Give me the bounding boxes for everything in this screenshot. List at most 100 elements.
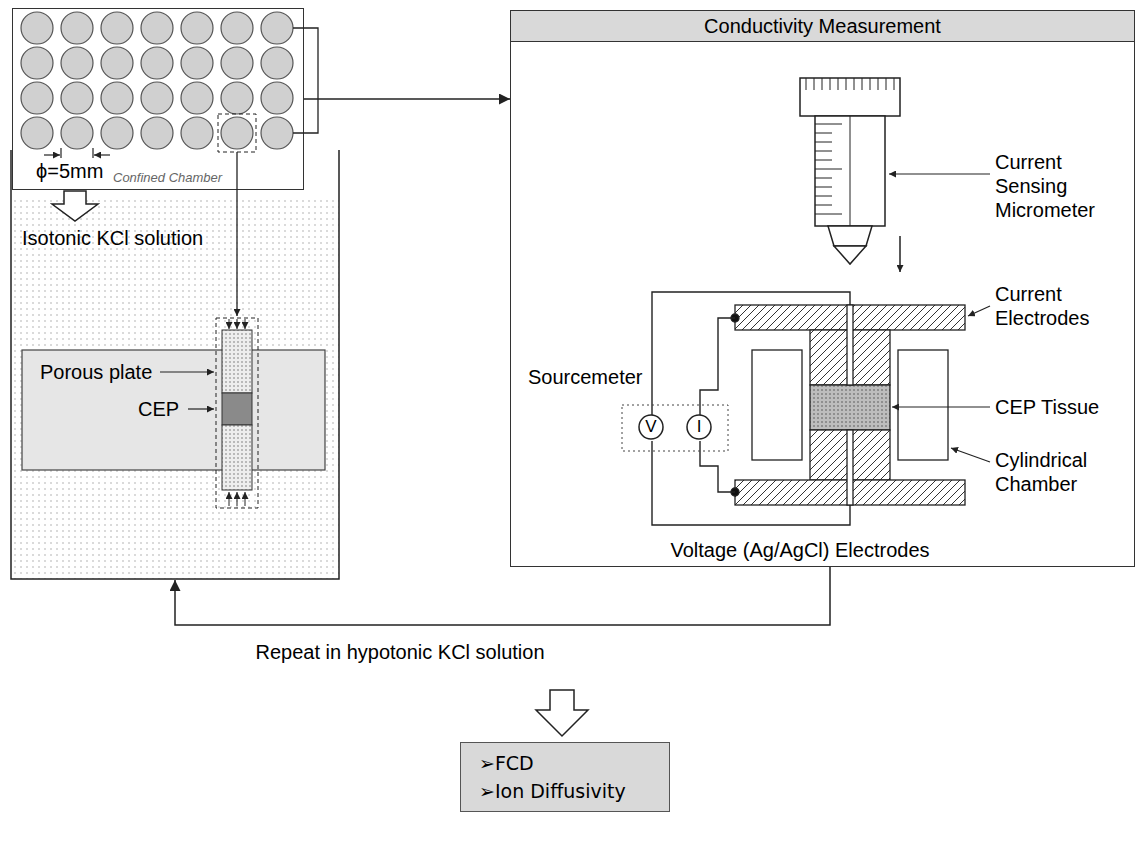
well (21, 12, 53, 44)
stroke (814, 78, 815, 90)
voltmeter-symbol: V (638, 414, 664, 440)
result-item: ➢Ion Diffusivity (479, 777, 651, 805)
edge-label: Repeat in hypotonic KCl solution (255, 640, 544, 664)
ammeter-symbol: I (686, 414, 712, 440)
stroke (815, 142, 832, 143)
meter-letter: V (638, 414, 664, 440)
dimension-label: ϕ=5mm (36, 159, 103, 183)
solution-fill (11, 200, 339, 579)
well (61, 82, 93, 114)
part-label: Cylindrical Chamber (995, 448, 1120, 496)
well (61, 117, 93, 149)
well (221, 117, 253, 149)
stroke (850, 116, 851, 226)
dimension-label: ϕ=5mm (36, 159, 103, 183)
part-label: Cylindrical Chamber (995, 448, 1120, 496)
part-label: Current Electrodes (995, 282, 1120, 330)
stroke (806, 78, 807, 90)
selected-well (218, 114, 256, 152)
well (181, 12, 213, 44)
well (101, 117, 133, 149)
test-fixture (731, 305, 965, 505)
part-label: Current Electrodes (995, 282, 1120, 330)
part-label: CEP (138, 397, 179, 421)
well (21, 117, 53, 149)
bracket (293, 28, 318, 133)
leader-line (160, 371, 214, 372)
well (181, 117, 213, 149)
well (221, 12, 253, 44)
stroke (846, 78, 847, 90)
well (221, 82, 253, 114)
sample-column (216, 318, 258, 508)
stroke (854, 78, 855, 90)
stroke (838, 78, 839, 90)
plate-caption: Confined Chamber (113, 166, 303, 190)
meter-letter: I (686, 414, 712, 440)
well (61, 47, 93, 79)
well (261, 82, 293, 114)
well (261, 47, 293, 79)
well (221, 47, 253, 79)
leader-line (892, 406, 990, 407)
connector-arrow (175, 567, 830, 625)
well (21, 47, 53, 79)
stroke (815, 151, 832, 152)
stroke (870, 78, 871, 90)
well (21, 82, 53, 114)
part-label: CEP (138, 397, 179, 421)
hollow-arrow (536, 690, 588, 736)
part-label: Voltage (Ag/AgCl) Electrodes (670, 538, 929, 562)
well (181, 47, 213, 79)
part-label: Sourcemeter (528, 365, 643, 389)
well (181, 82, 213, 114)
panel-header: Conductivity Measurement (511, 11, 1134, 42)
edge-label: Repeat in hypotonic KCl solution (251, 640, 548, 664)
leader-line (951, 448, 990, 462)
stroke (886, 78, 887, 90)
well (141, 117, 173, 149)
sourcemeter-box (622, 405, 728, 451)
wires (652, 292, 850, 525)
part-label: Voltage (Ag/AgCl) Electrodes (670, 538, 929, 562)
well (141, 12, 173, 44)
zoom-line (236, 152, 237, 316)
sample-holder (22, 350, 325, 470)
leader-line (968, 306, 990, 316)
micrometer (800, 78, 900, 264)
leader-line (889, 173, 990, 174)
stroke (830, 78, 831, 90)
stroke (894, 78, 895, 90)
part-label: Sourcemeter (528, 365, 643, 389)
hollow-arrow (52, 191, 98, 221)
well (101, 12, 133, 44)
well (101, 47, 133, 79)
part-label: Porous plate (40, 360, 152, 384)
connector-arrow (304, 98, 510, 100)
well (101, 82, 133, 114)
well (261, 12, 293, 44)
well (261, 117, 293, 149)
well (141, 47, 173, 79)
stroke (815, 178, 832, 179)
results-box: ➢FCD➢Ion Diffusivity (460, 742, 670, 812)
part-label: Current Sensing Micrometer (995, 150, 1120, 222)
part-label: CEP Tissue (995, 395, 1099, 419)
part-label: Current Sensing Micrometer (995, 150, 1120, 222)
wells (21, 12, 293, 149)
stroke (815, 133, 832, 134)
part-label: Porous plate (40, 360, 152, 384)
stroke (815, 124, 842, 125)
stroke (878, 78, 879, 90)
stroke (815, 214, 842, 215)
stroke (815, 160, 832, 161)
meter-circle (639, 415, 663, 439)
motion-arrow (899, 236, 901, 272)
stroke (815, 169, 842, 170)
stroke (815, 196, 832, 197)
well (141, 82, 173, 114)
meter-circle (687, 415, 711, 439)
solution-label: Isotonic KCl solution (22, 226, 348, 250)
